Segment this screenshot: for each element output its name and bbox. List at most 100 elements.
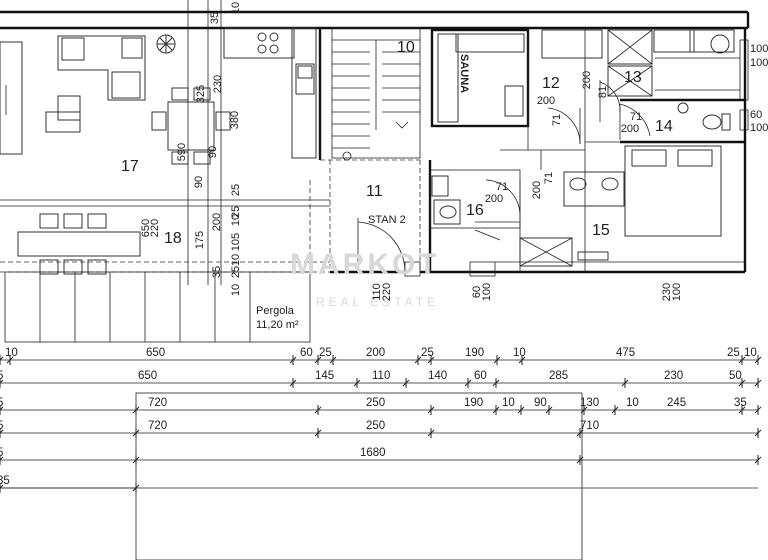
room-number-15: 15 [592,222,610,239]
opening-dim-label: 200 [537,95,555,107]
dimension-tick [0,456,4,461]
window-openings [404,261,745,277]
watermark-sub: REAL ESTATE [316,295,439,309]
right-dim-label: 100 [750,57,768,69]
room-numbers: 10 11 12 13 14 15 16 17 18 [121,39,673,247]
dimension-label: 110 [372,370,390,382]
opening-dim-label: 200 [485,193,503,205]
dimension-label: 25 [421,347,434,359]
right-dim-label: 100 [750,122,768,134]
pergola [4,271,311,343]
sink-icon [295,63,315,95]
dimension-table [0,392,583,560]
terrace-table [17,231,141,257]
dimension-label: 710 [580,420,599,432]
plan-dim-label: 325 [195,85,207,103]
dimension-tick [0,429,4,434]
living-area [0,0,317,285]
dimension-label: 10 [744,347,757,359]
dimension-label: 1680 [360,447,386,459]
staircase [320,27,421,161]
dimension-label: 190 [464,397,483,409]
dimension-label: 720 [148,420,167,432]
room-number-11: 11 [366,183,383,200]
right-dim-label: 100 [750,43,768,55]
wash-basin-icon [710,34,730,54]
dimension-label: 25 [319,347,332,359]
bottom-opening-dim: 230 [661,283,673,301]
bedroom [519,145,722,272]
dimension-label: 250 [366,420,385,432]
kitchen-counter [223,27,295,59]
opening-dim-label: 200 [581,71,593,89]
dimension-label: 25 [727,347,740,359]
dimension-label: 5 [0,370,3,382]
terrace [0,160,331,343]
basin-icon [677,102,689,114]
plan-dim-label: 230 [212,75,224,93]
plan-dim-label: 105 [230,233,242,251]
dimension-label: 60 [474,370,487,382]
opening-dim-label: 81 [597,86,609,98]
plan-dim-label: 25 [230,266,242,278]
toilet-2-icon [439,205,457,219]
dimension-label: 10 [502,397,515,409]
dimension-label: 5 [0,420,3,432]
dimension-label: 285 [549,370,568,382]
opening-dim-label: 71 [630,111,642,123]
opening-dim-label: 200 [531,181,543,199]
stan-label: STAN 2 [368,214,406,226]
bathroom-2 [429,149,585,241]
dimension-label: 190 [465,347,484,359]
dimension-label: 140 [428,370,447,382]
pergola-area: 11,20 m² [256,319,299,331]
dimension-label: 130 [580,397,599,409]
watermark-brand: MARKOT [290,248,440,281]
plan-dim-label: 25 [230,206,242,218]
plan-dim-label: 590 [176,143,188,161]
room-number-10: 10 [397,39,415,56]
dimension-label: 50 [729,370,742,382]
bottom-opening-dim: 220 [381,283,393,301]
dimension-label: 650 [138,370,157,382]
plant-icon [156,34,176,54]
dimension-tick [0,406,4,411]
dimension-tick [0,484,4,489]
dimension-label: 60 [300,347,313,359]
stove-icon [257,32,279,54]
opening-dim-label: 71 [496,181,508,193]
plan-dim-label: 35 [211,266,223,278]
plan-dim-label: 220 [149,219,161,237]
dimension-label: 5 [0,447,3,459]
sauna [430,28,603,272]
tv-unit [0,41,23,155]
plan-dim-label: 650 [140,219,152,237]
dimension-label: 245 [667,397,686,409]
dimension-label: 650 [146,347,165,359]
plan-dim-label: 10 [230,254,242,266]
dimension-label: 35 [734,397,747,409]
toilet-icon [702,114,722,130]
plan-dim-label: 10 [230,214,242,226]
bed [624,145,722,237]
dimension-label: 200 [366,347,385,359]
room-number-14: 14 [655,118,673,135]
dimension-label: 475 [616,347,635,359]
plan-dim-label: 10 [230,284,242,296]
sofa [57,35,146,101]
bottom-opening-dim: 100 [481,283,493,301]
pergola-label: Pergola [256,305,295,317]
dimension-label: 145 [315,370,334,382]
bottom-opening-dim: 110 [371,283,383,301]
plan-dim-label: 200 [211,213,223,231]
plan-dim-label: 90 [207,146,219,158]
armchair [563,171,625,207]
plan-dim-label: 35 [209,12,221,24]
room-number-13: 13 [624,69,642,86]
plan-dim-label: 175 [194,231,206,249]
dimension-label: 5 [0,397,3,409]
opening-dim-label: 200 [621,123,639,135]
